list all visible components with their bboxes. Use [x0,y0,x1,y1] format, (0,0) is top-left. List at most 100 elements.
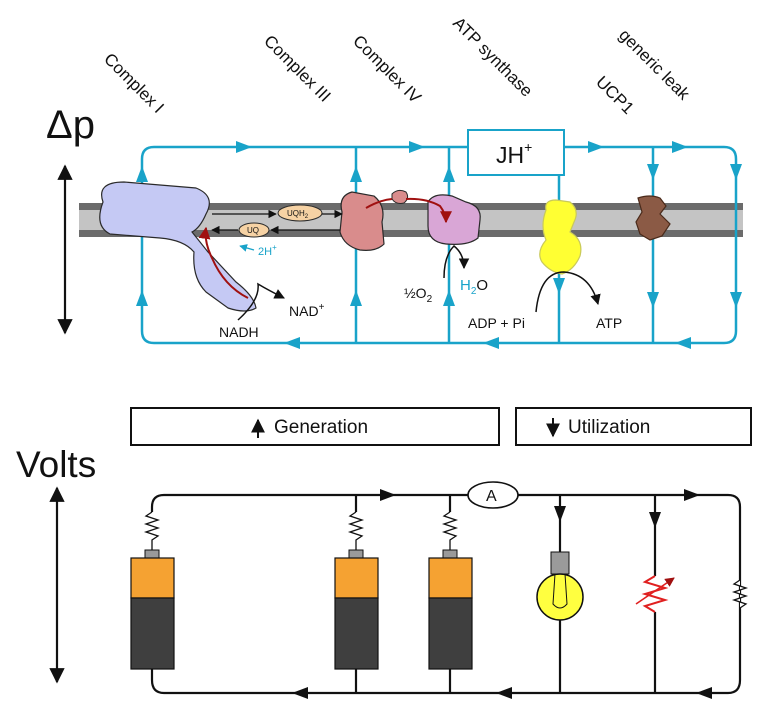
electric-circuit-loop [150,493,742,695]
atp-synthase-body [539,199,582,275]
generation-box-frame [130,407,500,446]
electron-path-complex1 [198,226,249,299]
label-generic-leak: generic leak [615,25,694,104]
adp-to-atp-arrow [535,271,601,313]
nadh-arrow [237,282,285,321]
proton-arrow-up-c4-a [443,166,455,182]
battery-2-body [334,597,379,670]
ammeter-label: A [486,488,497,505]
battery-1-terminal [144,549,160,559]
proton-arrow-up-c3-a [350,166,362,182]
proton-arrow-down-ucp-a [647,164,659,180]
proton-arrow-top-1 [236,141,252,153]
complex-labels: Complex I Complex III Complex IV ATP syn… [100,13,694,118]
complex-3-body [339,191,385,251]
circuit-arrow-bottom-3 [696,687,712,699]
o2-label: ½O2 [404,285,433,305]
proton-flux-meter [467,129,565,176]
proton-2h-label: 2H+ [258,243,277,258]
electron-path-cytc-complex4 [405,197,452,224]
proton-arrow-top-4 [672,141,688,153]
proton-arrow-down-ucp-b [647,292,659,308]
nadh-reaction: NADH NAD+ [219,282,325,340]
battery-3-icon [428,549,473,670]
proton-circuit-loop [140,145,738,345]
delta-p-label: Δp [46,103,95,147]
bulb-base [550,551,570,575]
atp-label: ATP [596,315,622,331]
uqh2-oval [277,204,323,222]
ammeter-icon [467,481,519,509]
label-complex-3: Complex III [260,31,334,105]
battery-1-body [130,597,175,670]
label-atp-synthase: ATP synthase [449,13,536,100]
ubiquinone-pool: UQH2 UQ [211,204,343,238]
spring-battery-3 [441,511,459,552]
nad-label: NAD+ [289,302,325,319]
battery-1-top [130,557,175,599]
atp-reaction: ADP + Pi ATP [468,271,622,331]
spring-battery-2 [347,511,365,552]
bulb-filament [552,573,568,609]
label-ucp1: UCP1 [592,72,638,118]
proton-arrow-down-leak-b [730,292,742,308]
label-complex-4: Complex IV [349,31,425,107]
complex-1-shape [99,181,257,312]
red-resistor-arrow [635,577,675,605]
proton-arrow-down-leak-a [730,164,742,180]
circuit-arrows [292,489,712,699]
proton-arrow-top-3 [588,141,604,153]
uqh2-label: UQH2 [287,209,309,220]
proton-arrow-bottom-3 [675,337,691,349]
complex-3-shape [339,191,385,251]
proton-arrow-bottom-1 [284,337,300,349]
proton-arrow-up-c4-b [443,290,455,306]
light-bulb-icon [536,551,584,621]
electron-path-complex3-cytc [365,198,393,209]
oxygen-reaction: ½O2 H2O [404,244,488,305]
complex-1-body [99,181,257,312]
membrane-bottom-edge [79,230,743,237]
ucp1-body [635,195,671,241]
proton-arrow-down-atp [553,278,565,294]
spring-battery-1 [143,511,161,552]
complex-4-shape [427,194,481,245]
proton-2h-arrow [239,244,255,252]
generation-box: Generation [130,407,500,446]
circuit-arrow-bottom-1 [292,687,308,699]
circuit-arrow-resistor [649,512,661,528]
membrane-top-edge [79,203,743,210]
complex-4-body [427,194,481,245]
adp-pi-label: ADP + Pi [468,315,525,331]
utilization-box: Utilization [515,407,752,446]
utilization-label: Utilization [568,417,650,438]
leak-resistor-icon [731,579,749,609]
proton-arrow-top-2 [409,141,425,153]
label-complex-1: Complex I [100,49,168,117]
generation-label: Generation [274,417,368,438]
uq-label: UQ [247,226,259,235]
proton-arrow-up-c3-b [350,290,362,306]
battery-2-icon [334,549,379,670]
cytochrome-c-icon [391,189,409,204]
proton-arrow-up-c1-b [136,290,148,306]
atp-synthase-shape [539,199,582,275]
delta-p-axis: Δp [46,103,95,335]
electric-circuit: A [130,481,749,699]
circuit-arrow-bottom-2 [496,687,512,699]
volts-axis: Volts [16,444,96,684]
h2o-label: H2O [460,277,488,297]
battery-3-body [428,597,473,670]
ucp1-shape [635,195,671,241]
oxygen-arrow [443,244,470,279]
circuit-arrow-top-2 [684,489,700,501]
uq-oval [238,222,270,238]
proton-arrow-up-c1-a [136,166,148,182]
proton-flux-label: JH+ [496,139,532,168]
nadh-label: NADH [219,324,259,340]
circuit-arrow-bulb [554,506,566,522]
battery-3-top [428,557,473,599]
proton-arrows [136,141,742,349]
